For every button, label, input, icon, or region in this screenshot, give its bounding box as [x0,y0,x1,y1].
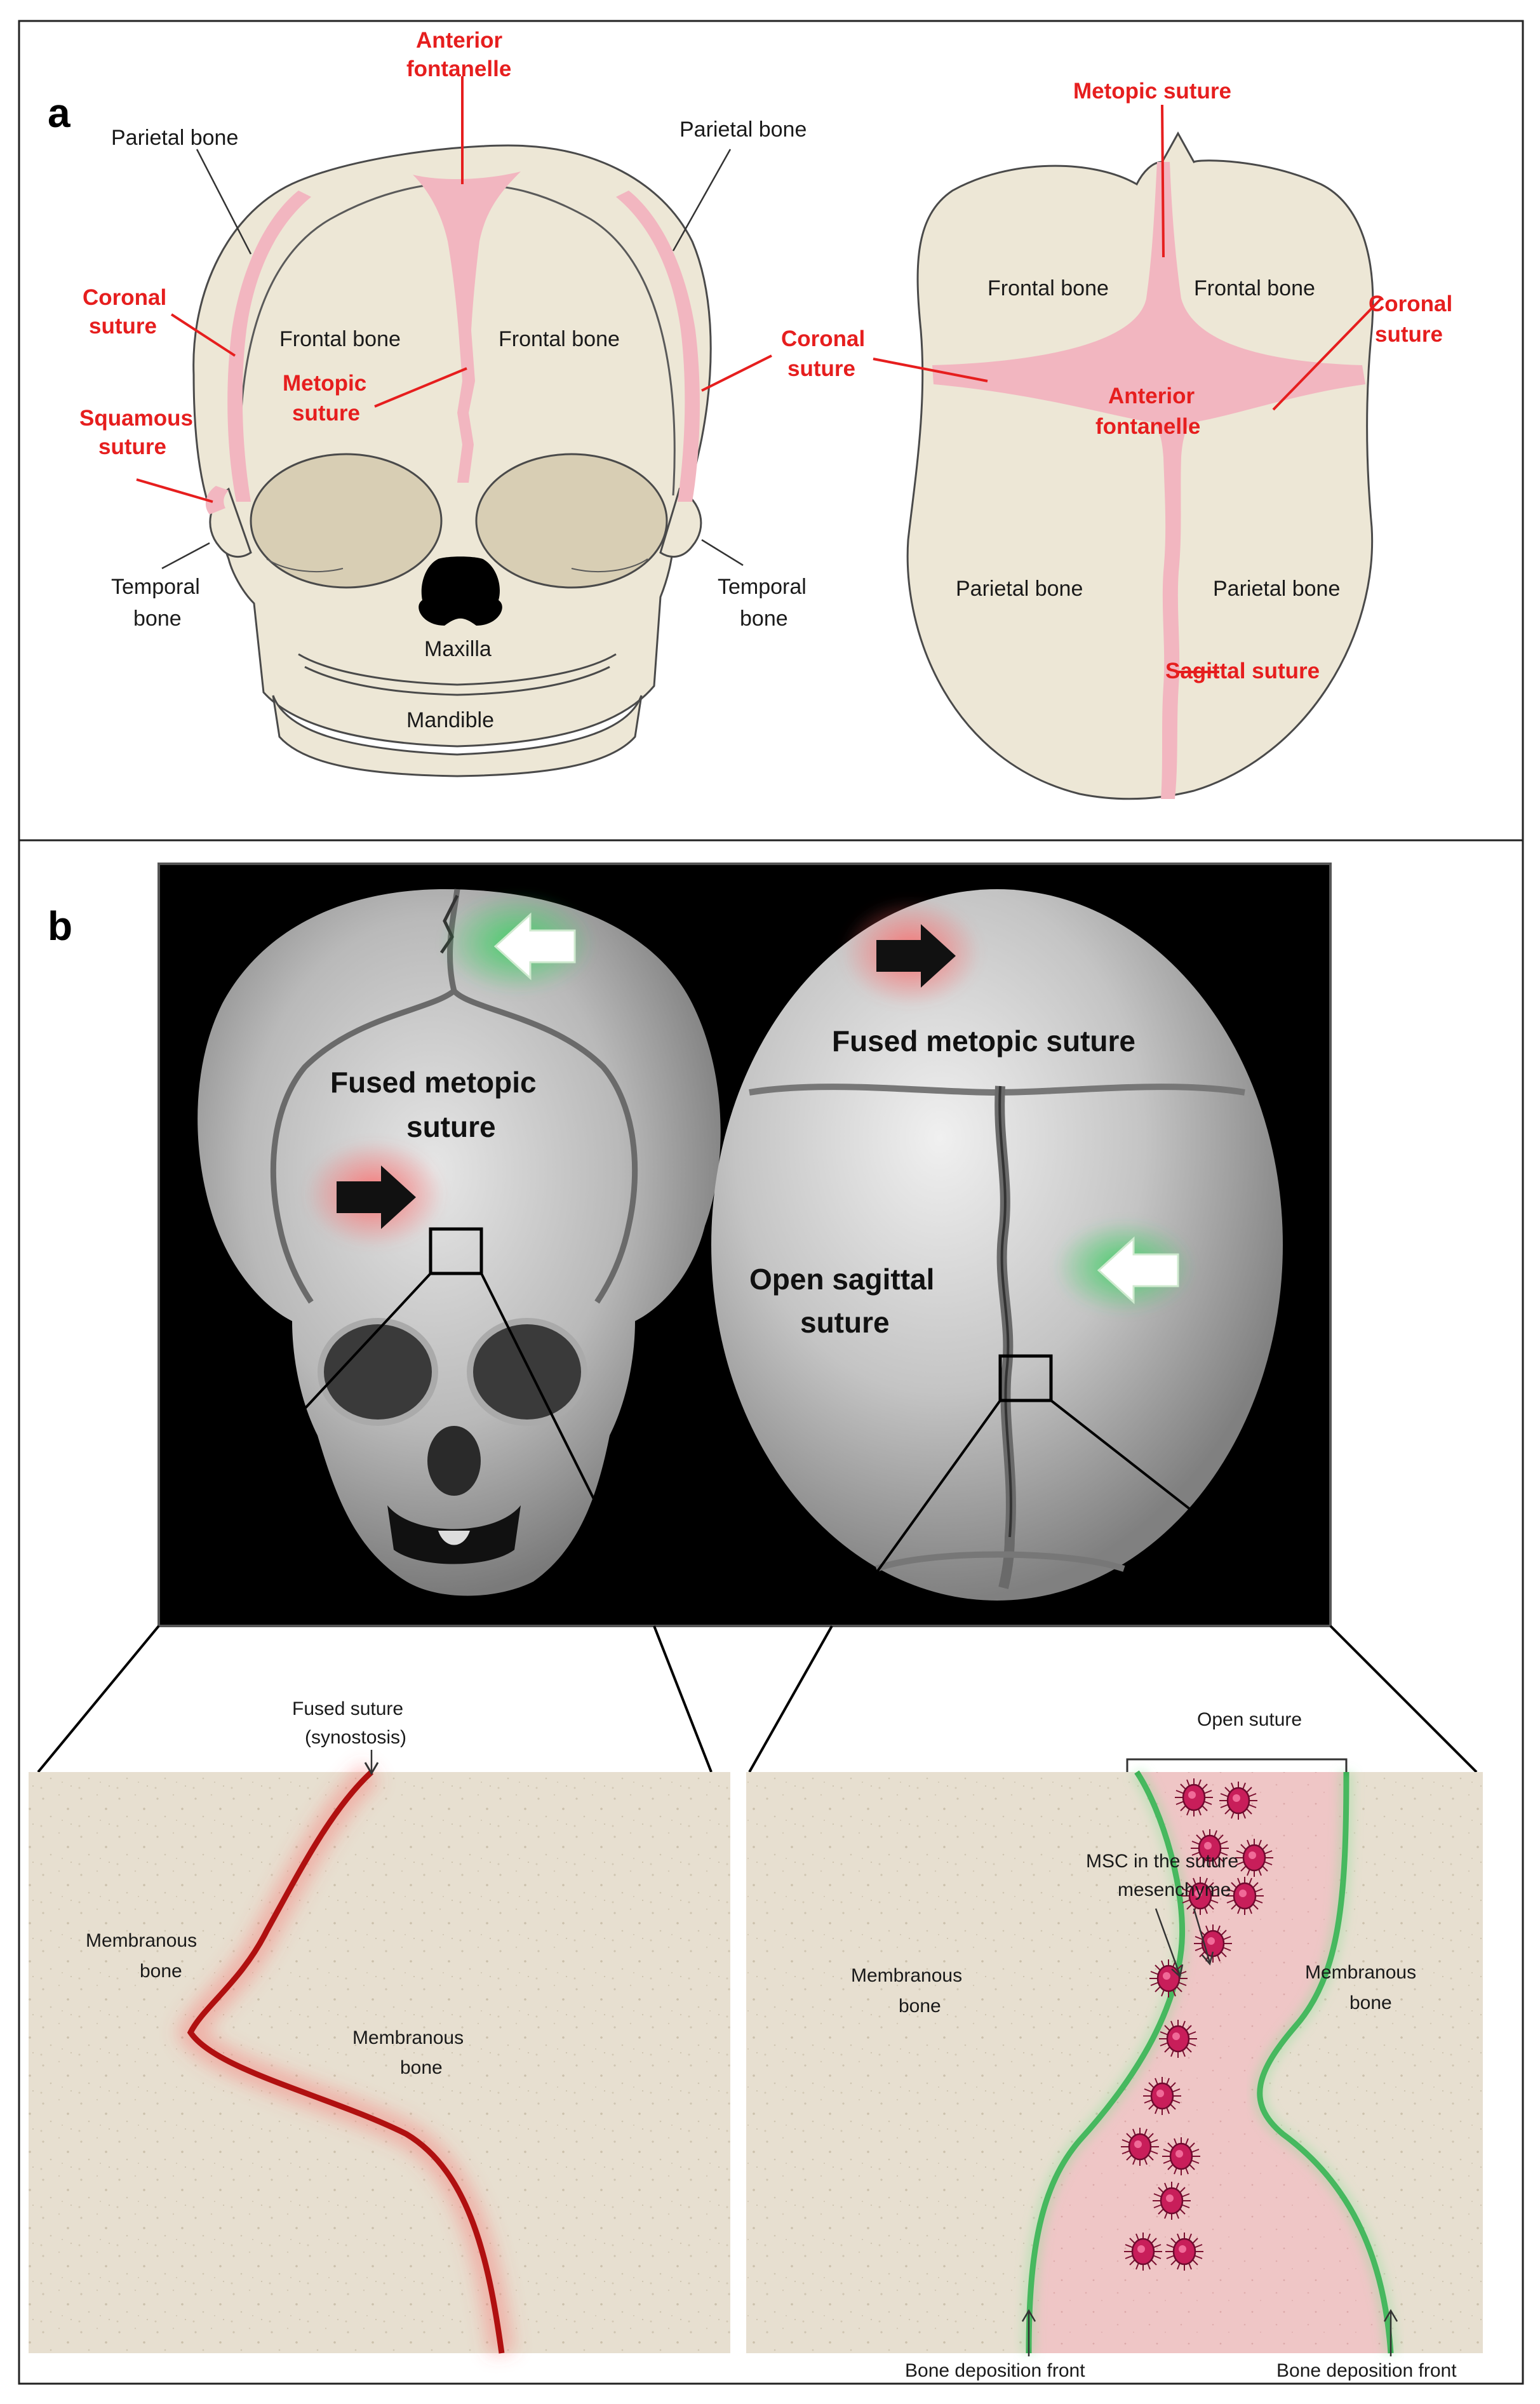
panel-a-letter: a [48,90,70,136]
ct-label-fused-metopic-front-1: Fused metopic [330,1066,537,1099]
fused-membranous-right-2: bone [400,2057,443,2078]
open-suture-label: Open suture [1197,1709,1302,1730]
label-temporal-left-1: Temporal [111,575,200,599]
label-parietal-top-left: Parietal bone [956,577,1083,601]
msc-label-1: MSC in the suture [1086,1851,1238,1872]
ct-front-skull [198,889,721,1596]
fused-membranous-left-2: bone [140,1961,182,1982]
front-view-skull [192,144,712,777]
label-coronal-right-2: suture [787,356,855,381]
top-view-skull [906,131,1374,800]
label-parietal-right: Parietal bone [680,118,807,142]
panel-b-letter: b [48,903,72,949]
label-coronal-left-2: suture [89,314,157,339]
label-squamous-2: suture [98,434,166,459]
fused-detail-panel [29,1763,730,2355]
top-view-leaders [873,104,1383,673]
front-view-leaders [136,76,772,570]
ct-arrow-white-top [1097,1236,1179,1305]
label-temporal-left-2: bone [133,607,182,631]
ct-label-fused-metopic-front-2: suture [406,1110,496,1143]
label-coronal-top-2: suture [1375,322,1443,347]
label-squamous-1: Squamous [79,406,193,431]
ct-label-open-sagittal-2: suture [800,1306,890,1339]
zoom-lines [37,1625,1478,1773]
label-coronal-left-1: Coronal [83,285,166,310]
label-metopic-front-2: suture [292,401,360,426]
label-coronal-top-1: Coronal [1369,292,1452,316]
label-maxilla: Maxilla [424,637,492,661]
label-frontal-left: Frontal bone [279,327,401,351]
open-detail-panel [746,1768,1483,2354]
open-membranous-right-2: bone [1349,1992,1392,2013]
fused-suture-line [187,1769,505,2354]
fused-suture-label-2: (synostosis) [305,1727,406,1748]
ct-top-detail-box [998,1354,1053,1402]
ct-arrow-white-front [493,912,576,981]
label-anterior-fontanelle-front-1: Anterior [416,28,503,53]
ct-arrow-black-top [876,924,956,988]
open-membranous-left-1: Membranous [851,1965,962,1986]
label-temporal-right-1: Temporal [718,575,807,599]
label-parietal-left: Parietal bone [111,126,238,150]
ct-top-skull [711,889,1283,1601]
ct-front-detail-box [429,1227,483,1275]
label-frontal-top-left: Frontal bone [988,276,1109,300]
label-metopic-top: Metopic suture [1073,79,1231,104]
fused-membranous-right-1: Membranous [352,2027,464,2048]
ct-image [157,863,1332,1627]
deposition-front-right: Bone deposition front [1276,2360,1457,2381]
label-sagittal-top: Sagittal suture [1165,659,1320,683]
label-temporal-right-2: bone [740,607,788,631]
label-mandible: Mandible [406,708,494,732]
ct-label-open-sagittal-1: Open sagittal [749,1263,934,1296]
open-membranous-right-1: Membranous [1305,1962,1416,1983]
msc-label-2: mesenchyme [1118,1879,1231,1900]
label-metopic-front-1: Metopic [283,371,366,396]
label-coronal-right-1: Coronal [781,326,865,351]
label-anterior-fontanelle-top-1: Anterior [1108,384,1195,408]
deposition-front-left: Bone deposition front [905,2360,1085,2381]
label-anterior-fontanelle-front-2: fontanelle [406,57,511,81]
ct-label-fused-metopic-top: Fused metopic suture [832,1024,1135,1058]
open-membranous-left-2: bone [899,1996,941,2017]
ct-arrow-black-front [337,1165,416,1229]
label-anterior-fontanelle-top-2: fontanelle [1095,414,1200,439]
label-parietal-top-right: Parietal bone [1213,577,1340,601]
fused-membranous-left-1: Membranous [86,1930,197,1951]
fused-suture-label-1: Fused suture [292,1698,403,1719]
label-frontal-top-right: Frontal bone [1194,276,1315,300]
label-frontal-right: Frontal bone [499,327,620,351]
